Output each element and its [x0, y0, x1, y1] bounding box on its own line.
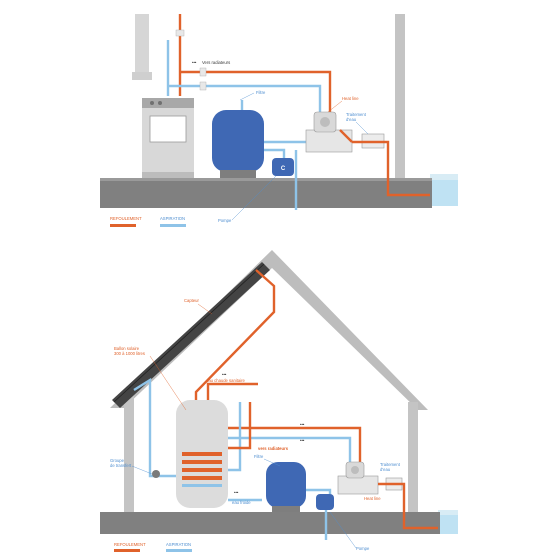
bottom-legend-aspiration-label: ASPIRATION: [166, 542, 191, 547]
top-label-vers-radiateurs: Vers radiateurs: [202, 60, 230, 65]
top-leader-heat-line: [327, 100, 343, 113]
bottom-heatline-unit: [337, 475, 379, 495]
bottom-legend-refoulement-label: REFOULEMENT: [114, 542, 146, 547]
bottom-leader-filtre: [263, 458, 281, 467]
bottom-pipe-orange-vertical-1: [228, 402, 252, 450]
top-leader-traitement: [355, 121, 369, 135]
bottom-coil-orange-2: [182, 460, 222, 464]
top-boiler-dial-1: [150, 101, 154, 105]
bottom-coil-orange-3: [182, 468, 222, 472]
bottom-wall-right: [408, 402, 418, 514]
bottom-leader-capteur: [197, 303, 213, 315]
top-legend-aspiration-label: ASPIRATION: [160, 216, 185, 221]
bottom-label-groupe-1: Groupe: [110, 458, 125, 463]
top-pipe-orange-loop: [180, 70, 332, 112]
bottom-label-ballon-2: 300 à 1000 litres: [114, 351, 145, 356]
bottom-leader-pompe: [329, 511, 357, 549]
top-leader-pompe: [231, 175, 277, 221]
bottom-label-capteur: Capteur: [184, 298, 200, 303]
bottom-filter-stand: [272, 506, 300, 512]
top-legend-refoulement-swatch: [110, 224, 136, 227]
top-scene: C ••• Vers radiateurs Filtre Heat line T…: [100, 14, 458, 227]
bottom-label-eau-froide: eau froide: [232, 500, 251, 505]
bottom-solar-panel-edge: [113, 263, 265, 403]
top-label-traitement-2: d'eau: [346, 117, 357, 122]
bottom-label-dots-3: •••: [300, 438, 305, 443]
top-pipe-orange-heat-out: [339, 129, 353, 143]
bottom-pipe-blue-pump: [306, 488, 332, 494]
top-fitting-1: [199, 67, 207, 77]
top-ground-floor: [100, 178, 432, 181]
bottom-pipe-orange-to-pool: [378, 482, 438, 530]
top-filter-stand: [220, 170, 256, 178]
top-heatline-hub: [320, 117, 330, 127]
bottom-transfer-group: [152, 470, 160, 478]
bottom-pool-water: [438, 512, 458, 534]
bottom-pool-surface: [438, 510, 458, 515]
top-boiler-door: [149, 115, 187, 143]
bottom-pipe-blue-collector: [133, 377, 176, 478]
bottom-coil-orange-1: [182, 452, 222, 456]
top-legend: REFOULEMENT ASPIRATION: [110, 216, 186, 227]
top-label-filtre: Filtre: [256, 90, 266, 95]
bottom-label-traitement-1: Traitement: [380, 462, 401, 467]
top-pump: [272, 158, 294, 176]
bottom-pipe-orange-collector: [194, 269, 276, 404]
top-ground: [100, 178, 432, 208]
bottom-label-vers-radiateurs: vers radiateurs: [258, 446, 289, 451]
top-fitting-2: [199, 81, 207, 91]
top-chimney: [135, 14, 149, 74]
bottom-pipe-blue-vertical-1: [228, 402, 242, 472]
top-leader-filtre: [239, 92, 255, 101]
top-filter-tank: [212, 110, 264, 172]
top-pool-water: [430, 176, 458, 206]
bottom-roof-outline: [110, 250, 428, 410]
top-pipe-blue-loop: [168, 84, 322, 112]
top-legend-refoulement-label: REFOULEMENT: [110, 216, 142, 221]
bottom-legend-aspiration-swatch: [166, 549, 192, 552]
top-legend-aspiration-swatch: [160, 224, 186, 227]
bottom-label-heat-line: Heat line: [364, 496, 381, 501]
bottom-coil-blue-1: [182, 484, 222, 487]
bottom-label-dots-1: •••: [222, 372, 227, 377]
bottom-label-traitement-2: d'eau: [380, 467, 391, 472]
bottom-solar-panel: [112, 262, 270, 408]
bottom-filter-tank: [266, 462, 306, 508]
bottom-heatline-hub: [351, 466, 359, 474]
bottom-label-dots-2: •••: [300, 422, 305, 427]
top-chimney-collar: [132, 72, 152, 80]
top-label-heat-line: Heat line: [342, 96, 359, 101]
top-boiler-dial-2: [158, 101, 162, 105]
bottom-scene: Capteur Ballon solaire 300 à 1000 litres…: [100, 250, 458, 552]
bottom-label-ballon-1: Ballon solaire: [114, 346, 140, 351]
bottom-label-eau-chaude: eau chaude sanitaire: [206, 378, 246, 383]
top-label-dots: •••: [192, 60, 197, 65]
bottom-ground: [100, 512, 440, 534]
bottom-leader-groupe: [131, 465, 153, 475]
top-pump-marker: C: [281, 166, 286, 172]
bottom-label-groupe-2: de transfert: [110, 463, 132, 468]
top-boiler-top: [142, 98, 194, 108]
bottom-pipe-blue-radiators: [228, 436, 352, 470]
top-label-traitement-1: Traitement: [346, 112, 367, 117]
top-boiler-base: [142, 172, 194, 178]
bottom-leader-ballon: [149, 355, 187, 411]
bottom-wall-left: [124, 390, 134, 514]
bottom-label-filtre: Filtre: [254, 454, 264, 459]
bottom-pipe-orange-domestic: [206, 382, 258, 402]
top-wall-right: [395, 14, 405, 178]
bottom-legend-refoulement-swatch: [114, 549, 140, 552]
bottom-coil-orange-4: [182, 476, 222, 480]
top-pool-surface: [430, 174, 458, 180]
bottom-legend: REFOULEMENT ASPIRATION: [114, 542, 192, 552]
top-heatline-unit: [305, 129, 353, 153]
top-valve-small: [175, 29, 185, 37]
top-pipe-orange-to-pool: [352, 140, 430, 197]
bottom-pump: [316, 494, 334, 510]
bottom-label-dots-4: •••: [234, 490, 239, 495]
bottom-label-pompe: Pompe: [356, 546, 370, 551]
top-label-pompe: Pompe: [218, 218, 232, 223]
